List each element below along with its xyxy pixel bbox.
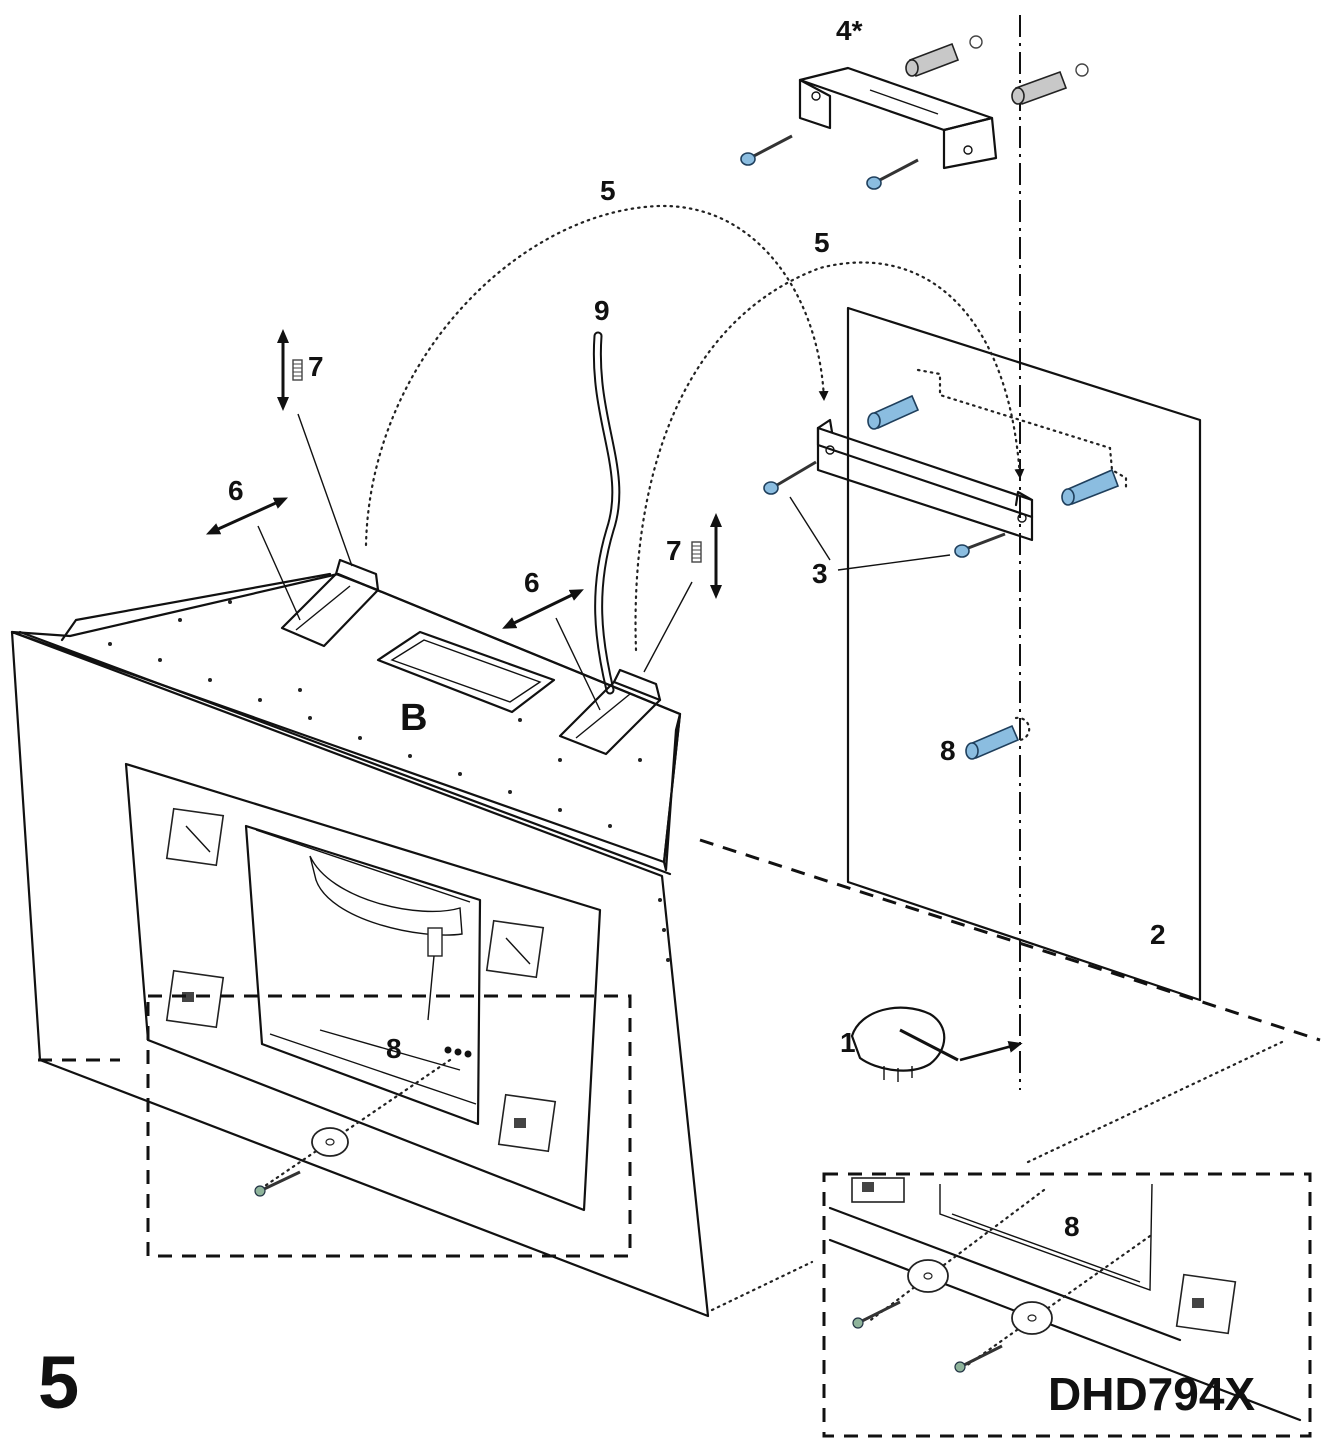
wall-plug-icon <box>905 35 983 78</box>
callout-hood-screw: 8 <box>386 1033 402 1064</box>
leader-6a <box>257 525 301 621</box>
power-cable <box>594 333 619 693</box>
leader-7b <box>643 581 693 673</box>
arc-path-right <box>634 261 1025 652</box>
screw-icon <box>866 158 919 190</box>
leader-3b <box>837 554 951 571</box>
washer-icon <box>1011 1301 1053 1335</box>
callout-arc-right: 5 <box>814 227 830 258</box>
callout-arc-left: 5 <box>600 175 616 206</box>
step-number: 5 <box>38 1341 79 1424</box>
wall-plug-icon <box>1061 468 1120 506</box>
hood-body <box>10 572 710 1318</box>
screw-icon <box>740 134 793 166</box>
spring-icon <box>292 359 303 381</box>
callout-screws: 3 <box>812 558 828 589</box>
wall-bracket <box>816 418 1034 542</box>
inset-link-left <box>710 1260 814 1312</box>
leader-6b <box>555 617 601 711</box>
callout-spring-left: 7 <box>308 351 324 382</box>
leader-3a <box>789 496 831 561</box>
wall-plug-icon <box>965 716 1031 760</box>
top-bracket <box>798 66 998 170</box>
slide-bracket-right <box>558 668 662 756</box>
screw-holes <box>444 1046 472 1058</box>
callout-slide-left: 6 <box>228 475 244 506</box>
screw-path <box>254 1058 452 1194</box>
wall-plug-icon <box>867 394 920 430</box>
outlet-label: B <box>400 697 427 739</box>
leader-7a <box>297 413 353 567</box>
callout-spring-right: 7 <box>666 535 682 566</box>
callout-wall-plug: 8 <box>940 735 956 766</box>
screw-icon <box>763 460 817 495</box>
callout-slide-right: 6 <box>524 567 540 598</box>
screw-icon <box>852 1300 901 1329</box>
callout-bracket-top: 4* <box>836 15 863 46</box>
screw-icon <box>254 1170 301 1197</box>
double-arrow-icon <box>205 497 289 535</box>
detail-box <box>146 994 632 1258</box>
hand-pencil-icon <box>850 1006 1023 1082</box>
inset-link-right <box>1026 1040 1284 1164</box>
slide-bracket-left <box>280 558 380 648</box>
callout-wall: 2 <box>1150 919 1166 950</box>
callout-pencil: 1 <box>840 1027 856 1058</box>
model-code: DHD794X <box>1048 1368 1255 1420</box>
wall-panel <box>846 306 1202 1002</box>
screw-icon <box>954 1344 1003 1373</box>
control-knob <box>165 807 225 867</box>
wall-plug-icon <box>1011 63 1089 106</box>
inset-detail <box>822 1172 1312 1438</box>
front-panel <box>124 762 602 1212</box>
control-knob <box>485 919 545 979</box>
control-knob <box>851 1177 905 1203</box>
callout-inset-screw: 8 <box>1064 1211 1080 1242</box>
double-arrow-icon <box>502 589 584 629</box>
control-knob <box>1175 1273 1237 1335</box>
control-knob <box>165 969 225 1029</box>
spring-icon <box>691 541 702 563</box>
washer-icon <box>311 1127 349 1157</box>
arc-path-left <box>364 204 829 547</box>
callout-cable: 9 <box>594 295 610 326</box>
screw-icon <box>954 532 1006 558</box>
washer-icon <box>907 1259 949 1293</box>
projection-line <box>699 838 1321 1042</box>
control-knob <box>497 1093 557 1153</box>
